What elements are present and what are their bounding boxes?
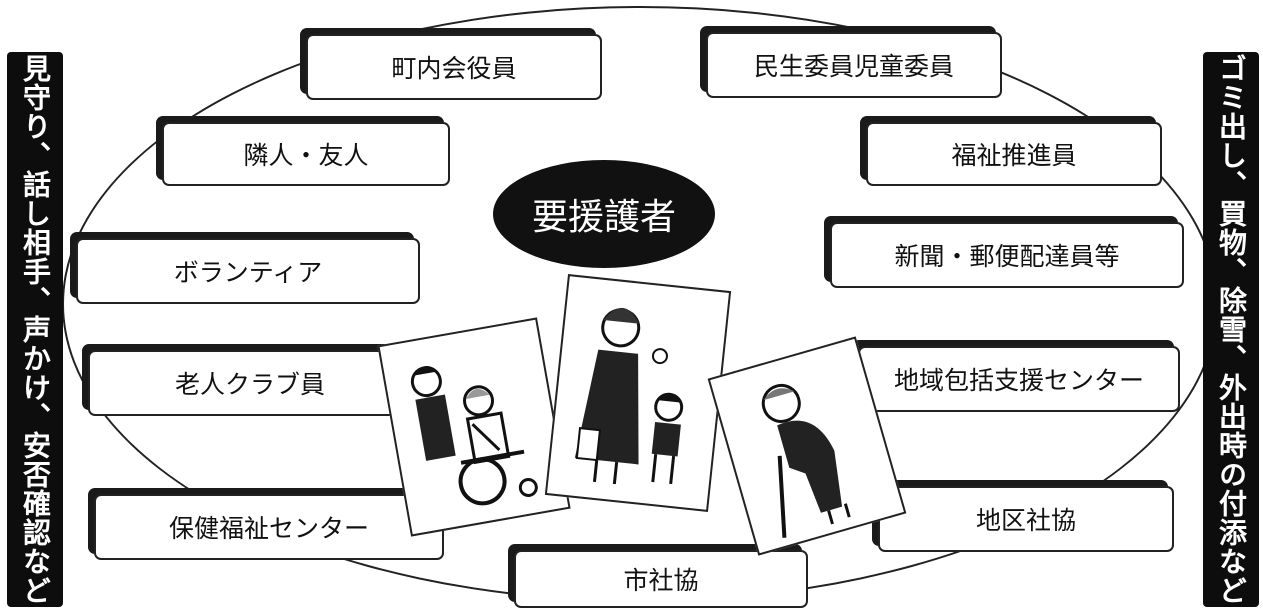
box-shinbun: 新聞・郵便配達員等 [830,222,1184,288]
wheelchair-illustration [377,317,571,537]
label-fukushi-suishin: 福祉推進員 [951,141,1077,170]
label-volunteer: ボランティア [173,258,323,287]
label-rojin-club: 老人クラブ員 [174,370,325,399]
label-hoken-fukushi: 保健福祉センター [168,514,369,543]
elderly-man-illustration [707,336,907,556]
box-shi-shakyo: 市社協 [514,550,808,608]
label-rinjin: 隣人・友人 [243,141,369,170]
wheelchair-icon [410,366,538,506]
assistance-services-label: ゴミ出し、買物、除雪、外出時の付添など [1203,52,1259,607]
box-fukushi-suishin: 福祉推進員 [866,122,1162,186]
label-chonaikai: 町内会役員 [391,54,517,83]
elderly-woman-with-child-icon [574,307,684,485]
person-needing-support: 要援護者 [493,160,715,268]
watch-services-text: 見守り、話し相手、声かけ、安否確認など [19,54,52,605]
label-chiiki-houkatsu: 地域包括支援センター [893,366,1144,395]
box-chiiki-houkatsu: 地域包括支援センター [858,346,1180,412]
family-illustration [544,274,732,512]
box-rojin-club: 老人クラブ員 [88,350,412,416]
label-chiku-shakyo: 地区社協 [975,506,1076,535]
assistance-services-text: ゴミ出し、買物、除雪、外出時の付添など [1215,54,1248,605]
label-minsei: 民生委員児童委員 [753,52,954,81]
watch-services-label: 見守り、話し相手、声かけ、安否確認など [7,52,63,607]
label-shinbun: 新聞・郵便配達員等 [894,242,1120,271]
box-chiku-shakyo: 地区社協 [878,486,1174,552]
box-minsei: 民生委員児童委員 [706,32,1002,98]
box-chonaikai: 町内会役員 [306,34,602,100]
box-rinjin: 隣人・友人 [162,122,450,186]
elderly-man-with-cane-icon [761,383,851,538]
center-label: 要援護者 [531,197,676,238]
box-volunteer: ボランティア [76,238,420,304]
box-hoken-fukushi: 保健福祉センター [94,494,444,560]
label-shi-shakyo: 市社協 [623,566,699,595]
